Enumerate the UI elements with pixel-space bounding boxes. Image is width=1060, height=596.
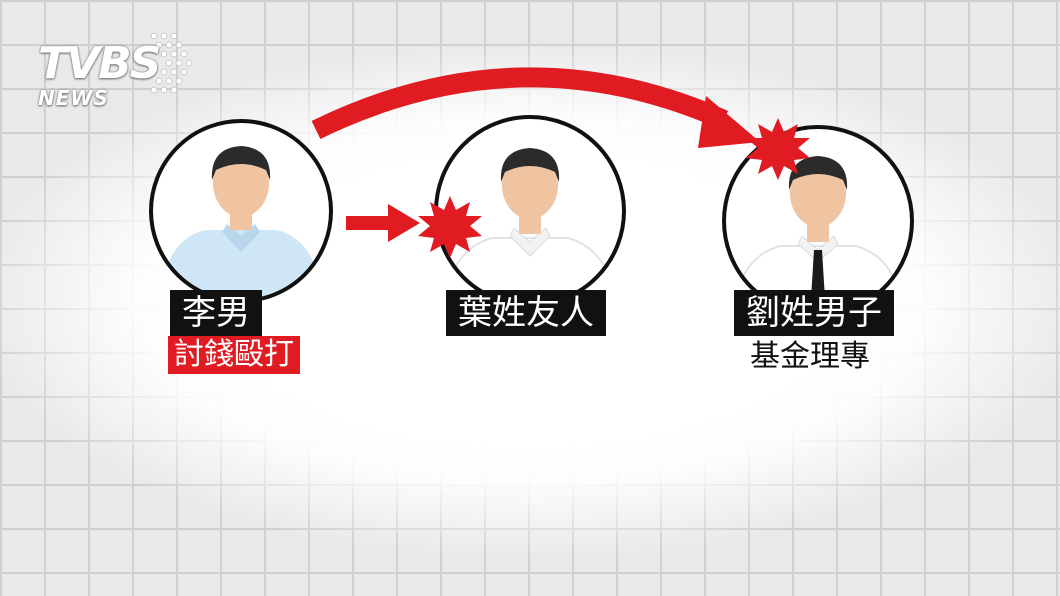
logo-brand: TVBS — [38, 38, 161, 89]
person-li-avatar — [149, 119, 333, 303]
arrow-li-to-liu — [311, 67, 760, 148]
logo-dots-icon — [150, 32, 193, 94]
impact-burst-icon — [418, 196, 482, 258]
person-liu-role: 基金理專 — [750, 339, 870, 374]
tvbs-news-logo: TVBS NEWS — [36, 28, 196, 110]
shirt-li — [160, 230, 322, 300]
person-li-name: 李男 — [170, 290, 262, 336]
arrow-li-to-ye — [346, 204, 420, 242]
impact-burst-icon — [746, 118, 810, 180]
person-li-role: 討錢毆打 — [168, 336, 300, 374]
person-ye-avatar — [434, 115, 626, 307]
person-ye-name: 葉姓友人 — [446, 290, 606, 336]
logo-sub: NEWS — [38, 86, 109, 110]
person-liu-name: 劉姓男子 — [734, 290, 894, 336]
